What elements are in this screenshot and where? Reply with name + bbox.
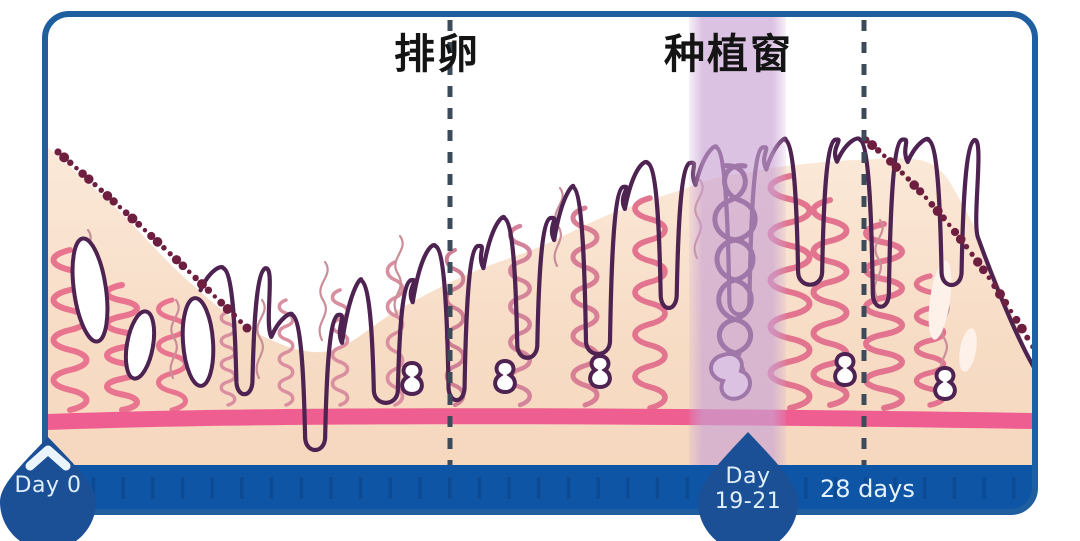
- implantation-window-band: [689, 14, 786, 484]
- figure-frame: [42, 11, 1038, 515]
- marker-day-0[interactable]: [0, 437, 96, 541]
- marker-day-0-teardrop: [0, 437, 96, 541]
- marker-day-19-21[interactable]: [698, 432, 798, 541]
- surface-epithelium-line: [198, 136, 1035, 453]
- implantation-window-label: 种植窗: [664, 30, 793, 78]
- chevron-up-icon: [25, 445, 71, 471]
- shedding-dots-left: [54, 148, 252, 333]
- axis-end-label: 28 days: [820, 475, 915, 503]
- basal-artery-band: [45, 408, 1035, 430]
- shedding-dots-right: [862, 136, 1035, 361]
- tissue-group: [45, 14, 1035, 512]
- ovulation-label: 排卵: [394, 30, 480, 78]
- marker-day-19-21-teardrop: [698, 432, 798, 541]
